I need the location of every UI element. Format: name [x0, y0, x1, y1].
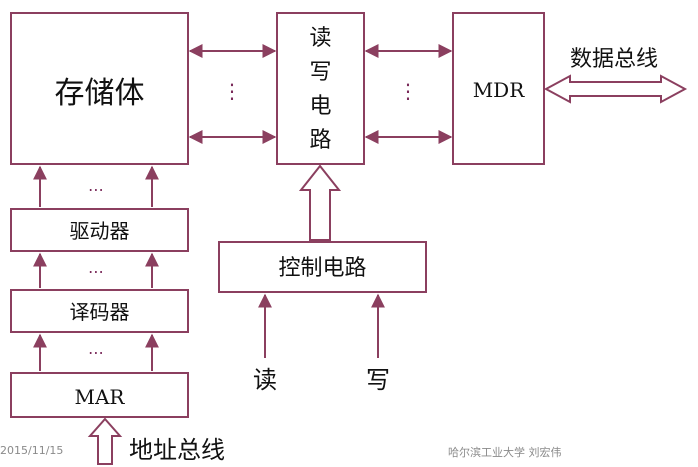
rw-circuit-char-1: 读 — [309, 26, 331, 51]
control-rw-arrow — [298, 164, 342, 241]
control-circuit-box: 控制电路 — [218, 241, 427, 293]
footer-date: 2015/11/15 — [0, 444, 64, 457]
address-bus-label: 地址总线 — [129, 436, 225, 464]
mdr-box: MDR — [452, 12, 545, 165]
mar-label: MAR — [75, 385, 126, 409]
rw-circuit-char-2: 写 — [309, 60, 331, 85]
decoder-box: 译码器 — [10, 289, 189, 333]
storage-rw-ellipsis: ⋮ — [222, 79, 242, 103]
mdr-label: MDR — [473, 78, 526, 102]
rw-circuit-char-4: 路 — [309, 128, 331, 153]
storage-body-label: 存储体 — [55, 76, 145, 111]
driver-storage-ellipsis: ⋯ — [88, 180, 104, 199]
storage-body-box: 存储体 — [10, 12, 189, 165]
write-signal-label: 写 — [366, 366, 390, 394]
decoder-driver-ellipsis: ⋯ — [88, 262, 104, 281]
driver-box: 驱动器 — [10, 208, 189, 252]
address-bus-arrow — [87, 417, 123, 465]
data-bus-label: 数据总线 — [570, 47, 658, 72]
rw-circuit-char-3: 电 — [309, 94, 331, 119]
read-signal-label: 读 — [253, 366, 277, 394]
mar-box: MAR — [10, 372, 189, 418]
rw-mdr-ellipsis: ⋮ — [398, 79, 418, 103]
driver-label: 驱动器 — [70, 219, 130, 243]
mar-decoder-ellipsis: ⋯ — [88, 343, 104, 362]
decoder-label: 译码器 — [70, 300, 130, 324]
read-write-circuit-box: 读 写 电 路 — [276, 12, 365, 165]
footer-author: 哈尔滨工业大学 刘宏伟 — [448, 446, 562, 459]
data-bus-arrow — [543, 74, 688, 104]
control-circuit-label: 控制电路 — [278, 256, 366, 281]
